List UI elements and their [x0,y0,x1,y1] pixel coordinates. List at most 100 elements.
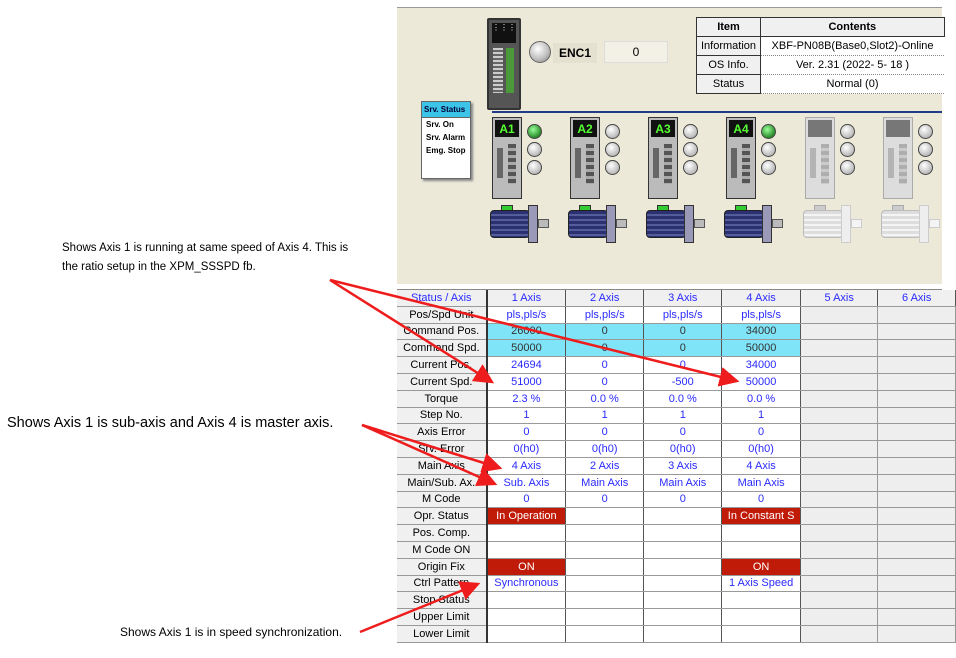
row-label: Main Axis [397,457,488,475]
status-led-icon [683,124,698,139]
row-label: Stop Status [397,591,488,610]
cell-value [643,524,723,542]
empty-cell [800,558,879,576]
motor-flange-icon [684,205,694,243]
table-row: Pos. Comp. [397,524,956,542]
row-label: Torque [397,390,488,408]
status-led-icon [918,124,933,139]
cell-value [486,625,567,643]
row-label: Srv. Error [397,440,488,458]
info-item: Status [695,74,762,94]
cell-value: 34000 [721,356,801,374]
empty-cell [877,608,956,626]
servo-drive-icon[interactable]: A2 [570,117,600,199]
cell-value: 0 [565,373,645,391]
table-row: Stop Status [397,591,956,610]
empty-cell [877,474,956,492]
cell-value: 0 [643,323,723,341]
cell-value: 2.3 % [486,390,567,408]
cell-value: 0 [565,339,645,358]
status-led-icon [918,160,933,175]
servo-drive-icon[interactable]: A1 [492,117,522,199]
empty-cell [800,591,879,610]
motor-shaft-icon [929,219,940,228]
column-header: 1 Axis [486,290,567,307]
cell-value [643,575,723,593]
cell-value: 2 Axis [565,457,645,475]
info-item: OS Info. [695,55,762,75]
cell-value: 1 [643,407,723,425]
servo-motor-icon [490,210,530,238]
status-led-icon [605,142,620,157]
cell-value: 0 [721,491,801,509]
row-label: M Code [397,491,488,509]
motor-shaft-icon [772,219,783,228]
drive-label [886,120,910,137]
cell-value: Sub. Axis [486,474,567,492]
encoder-knob-icon[interactable] [529,41,551,63]
cell-value: 0(h0) [486,440,567,458]
row-label: Command Pos. [397,323,488,341]
servo-drive-icon[interactable]: A3 [648,117,678,199]
drive-label: A2 [573,120,597,137]
column-header: 3 Axis [643,290,723,307]
table-row: M Code ON [397,541,956,559]
empty-cell [800,407,879,425]
empty-cell [800,608,879,626]
cell-value: 4 Axis [721,457,801,475]
status-led-icon [840,124,855,139]
empty-cell [877,541,956,559]
row-label: Lower Limit [397,625,488,643]
info-header-item: Item [695,17,762,37]
cell-value [565,507,645,526]
servo-motor-icon [881,210,921,238]
cell-value: 0.0 % [565,390,645,408]
empty-cell [877,407,956,425]
cell-value: 0(h0) [721,440,801,458]
cell-value [643,558,723,576]
cell-value: -500 [643,373,723,391]
cell-value: 1 [721,407,801,425]
servo-motor-icon [646,210,686,238]
column-header: 4 Axis [721,290,801,307]
info-header-contents: Contents [760,17,945,37]
cell-value [643,507,723,526]
servo-drive-icon[interactable] [805,117,835,199]
cell-value: 0 [565,323,645,341]
row-label: Current Spd. [397,373,488,391]
legend-item: Srv. Alarm [426,133,466,142]
empty-cell [800,440,879,458]
cell-value [565,524,645,542]
cell-value: 0(h0) [643,440,723,458]
encoder-label: ENC1 [553,43,597,63]
status-led-icon [605,160,620,175]
cell-value: 3 Axis [643,457,723,475]
column-header: 5 Axis [800,290,879,307]
row-label: Main/Sub. Ax. [397,474,488,492]
empty-cell [800,491,879,509]
motor-flange-icon [762,205,772,243]
cell-value: Synchronous [486,575,567,593]
info-contents: Ver. 2.31 (2022- 5- 18 ) [760,55,945,75]
empty-cell [800,373,879,391]
servo-drive-icon[interactable] [883,117,913,199]
empty-cell [877,440,956,458]
empty-cell [877,457,956,475]
info-item: Information [695,36,762,56]
annotation-line: the ratio setup in the XPM_SSSPD fb. [62,261,256,273]
servo-drive-icon[interactable]: A4 [726,117,756,199]
cell-value: 0.0 % [721,390,801,408]
empty-cell [800,575,879,593]
cell-value [643,625,723,643]
empty-cell [877,625,956,643]
row-label: Axis Error [397,423,488,442]
empty-cell [800,306,879,324]
empty-cell [800,474,879,492]
